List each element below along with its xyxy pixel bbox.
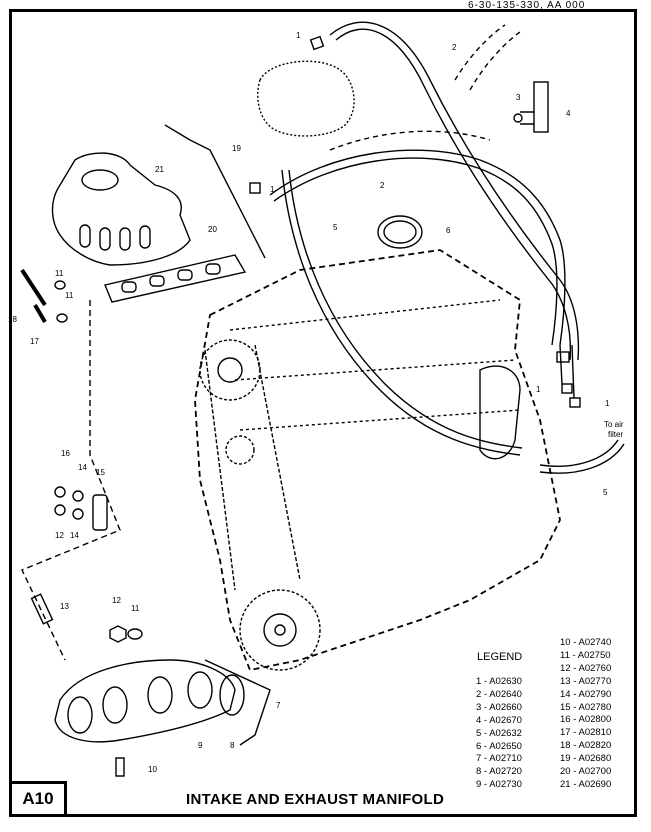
callout-14-b: 14 (70, 531, 79, 540)
engine-block-outline (194, 249, 561, 672)
legend-item: 13 - A02770 (560, 675, 612, 687)
hose-5-main-inner (288, 169, 523, 449)
callout-2-top: 2 (452, 43, 457, 52)
callout-12-b: 12 (112, 596, 121, 605)
legend-item: 6 - A02650 (476, 740, 522, 752)
air-filter-note-line2: filter (608, 430, 623, 439)
bracket-19 (164, 124, 266, 259)
callout-19: 19 (232, 144, 241, 153)
callout-2-mid: 2 (380, 181, 385, 190)
bolt-18 (20, 268, 47, 307)
callout-5-top: 5 (333, 223, 338, 232)
callout-1-right-a: 1 (536, 385, 541, 394)
stud-17 (33, 303, 47, 324)
gasket-8 (219, 674, 245, 716)
figure-code-box: A10 (9, 781, 67, 817)
legend-item: 1 - A02630 (476, 676, 522, 687)
callout-18: 18 (8, 315, 17, 324)
bracket-15 (92, 494, 108, 531)
intake-manifold-21 (51, 152, 191, 266)
callout-11-a: 11 (55, 269, 64, 278)
legend-item: 5 - A02632 (476, 727, 522, 739)
legend-item: 12 - A02760 (560, 662, 612, 674)
air-filter-note-line1: To air (604, 420, 624, 429)
legend-item: 16 - A02800 (560, 714, 612, 726)
figure-title: INTAKE AND EXHAUST MANIFOLD (186, 791, 445, 808)
callout-9: 9 (198, 741, 203, 750)
legend-item: 10 - A02740 (560, 637, 612, 648)
legend-item: 20 - A02700 (560, 766, 612, 778)
callout-11-c: 11 (131, 604, 140, 613)
gasket-20 (104, 254, 247, 303)
callout-11-b: 11 (65, 291, 74, 300)
callout-4: 4 (566, 109, 571, 118)
callout-13: 13 (60, 602, 69, 611)
callout-21: 21 (155, 165, 164, 174)
stud-13 (30, 593, 54, 625)
callout-3: 3 (516, 93, 521, 102)
legend-item: 7 - A02710 (476, 753, 522, 765)
carburettor-outline (257, 60, 355, 137)
hose-dashed-mid (329, 130, 491, 151)
timing-pulley (199, 339, 261, 401)
bolt-10 (115, 757, 125, 777)
page-frame (9, 9, 637, 817)
legend-item: 3 - A02660 (476, 701, 522, 713)
callout-20: 20 (208, 225, 217, 234)
callout-7: 7 (276, 701, 281, 710)
legend-column-2: 10 - A02740 11 - A02750 12 - A02760 13 -… (560, 637, 611, 792)
legend-item: 15 - A02780 (560, 701, 612, 713)
exhaust-manifold (54, 659, 236, 743)
legend-title: LEGEND (477, 651, 523, 663)
callout-16: 16 (61, 449, 70, 458)
legend-item: 17 - A02810 (560, 727, 612, 739)
hose-2-upper (329, 21, 580, 361)
legend-item: 18 - A02820 (560, 740, 612, 752)
callout-1-right-b: 1 (605, 399, 610, 408)
cap-1-top (309, 35, 325, 51)
callout-17: 17 (30, 337, 39, 346)
callout-1-mid: 1 (270, 185, 275, 194)
cap-1-right-b (569, 397, 581, 408)
cap-1-mid (249, 182, 261, 194)
legend-item: 11 - A02750 (560, 649, 611, 661)
legend-item: 8 - A02720 (476, 766, 522, 778)
hose-5-main (281, 169, 521, 456)
hose-2-middle-inner (273, 157, 558, 346)
figure-code: A10 (22, 789, 54, 808)
page-reference: 6-30-135-330, AA 000 (468, 0, 586, 11)
legend-column-1: 1 - A02630 2 - A02640 3 - A02660 4 - A02… (476, 676, 522, 792)
hose-clamp-6 (377, 215, 423, 249)
crank-pulley (239, 589, 321, 671)
legend-item: 19 - A02680 (560, 753, 612, 765)
t-fitting-4 (533, 81, 549, 133)
legend-item: 14 - A02790 (560, 688, 612, 700)
legend-item: 4 - A02670 (476, 714, 522, 726)
callout-15: 15 (96, 468, 105, 477)
callout-5-right: 5 (603, 488, 608, 497)
callout-6: 6 (446, 226, 451, 235)
distributor (479, 365, 521, 460)
timing-belt (204, 344, 301, 591)
legend-item: 21 - A02690 (560, 778, 612, 790)
hose-5-right (539, 439, 619, 467)
callout-14-a: 14 (78, 463, 87, 472)
legend-item: 2 - A02640 (476, 688, 522, 700)
callout-1-top: 1 (296, 31, 301, 40)
callout-12-a: 12 (55, 531, 64, 540)
nut-12 (109, 625, 127, 643)
callout-10: 10 (148, 765, 157, 774)
hose-2-middle (269, 149, 566, 346)
hose-2-dashed-b (469, 31, 521, 91)
legend-item: 9 - A02730 (476, 779, 522, 791)
callout-8: 8 (230, 741, 235, 750)
hose-2-upper-inner (335, 28, 572, 361)
cap-1-right-a (561, 383, 573, 394)
